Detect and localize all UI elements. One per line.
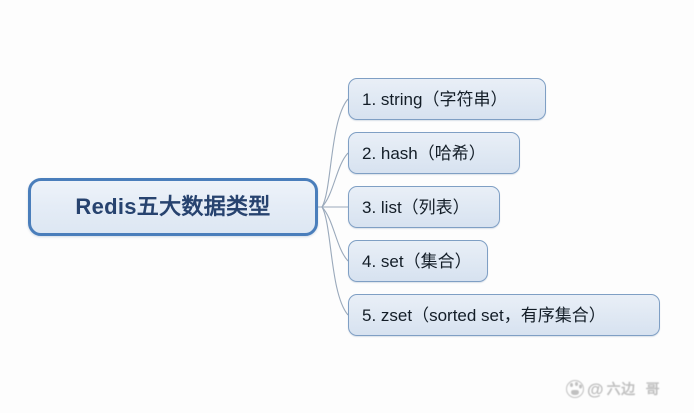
watermark-suffix: 哥 <box>645 381 660 397</box>
watermark-name: 六边 <box>606 381 636 397</box>
connector-to-hash <box>321 152 349 208</box>
watermark: @ 六边 哥 <box>566 378 660 400</box>
connector-to-zset <box>321 206 349 316</box>
root-node-label: Redis五大数据类型 <box>75 194 271 219</box>
branch-node-set[interactable]: 4. set（集合） <box>348 240 488 282</box>
branch-node-list[interactable]: 3. list（列表） <box>348 186 500 228</box>
connector-to-set <box>321 206 349 262</box>
branch-node-hash[interactable]: 2. hash（哈希） <box>348 132 520 174</box>
branch-node-zset[interactable]: 5. zset（sorted set，有序集合） <box>348 294 660 336</box>
branch-node-zset-label: 5. zset（sorted set，有序集合） <box>362 305 606 325</box>
root-node[interactable]: Redis五大数据类型 <box>28 178 318 236</box>
branch-node-set-label: 4. set（集合） <box>362 251 472 271</box>
paw-print-icon <box>566 380 584 398</box>
branch-node-string-label: 1. string（字符串） <box>362 89 508 109</box>
branch-node-string[interactable]: 1. string（字符串） <box>348 78 546 120</box>
branch-node-list-label: 3. list（列表） <box>362 197 470 217</box>
at-sign-icon: @ <box>587 379 604 399</box>
branch-node-hash-label: 2. hash（哈希） <box>362 143 486 163</box>
connector-to-string <box>321 98 349 208</box>
